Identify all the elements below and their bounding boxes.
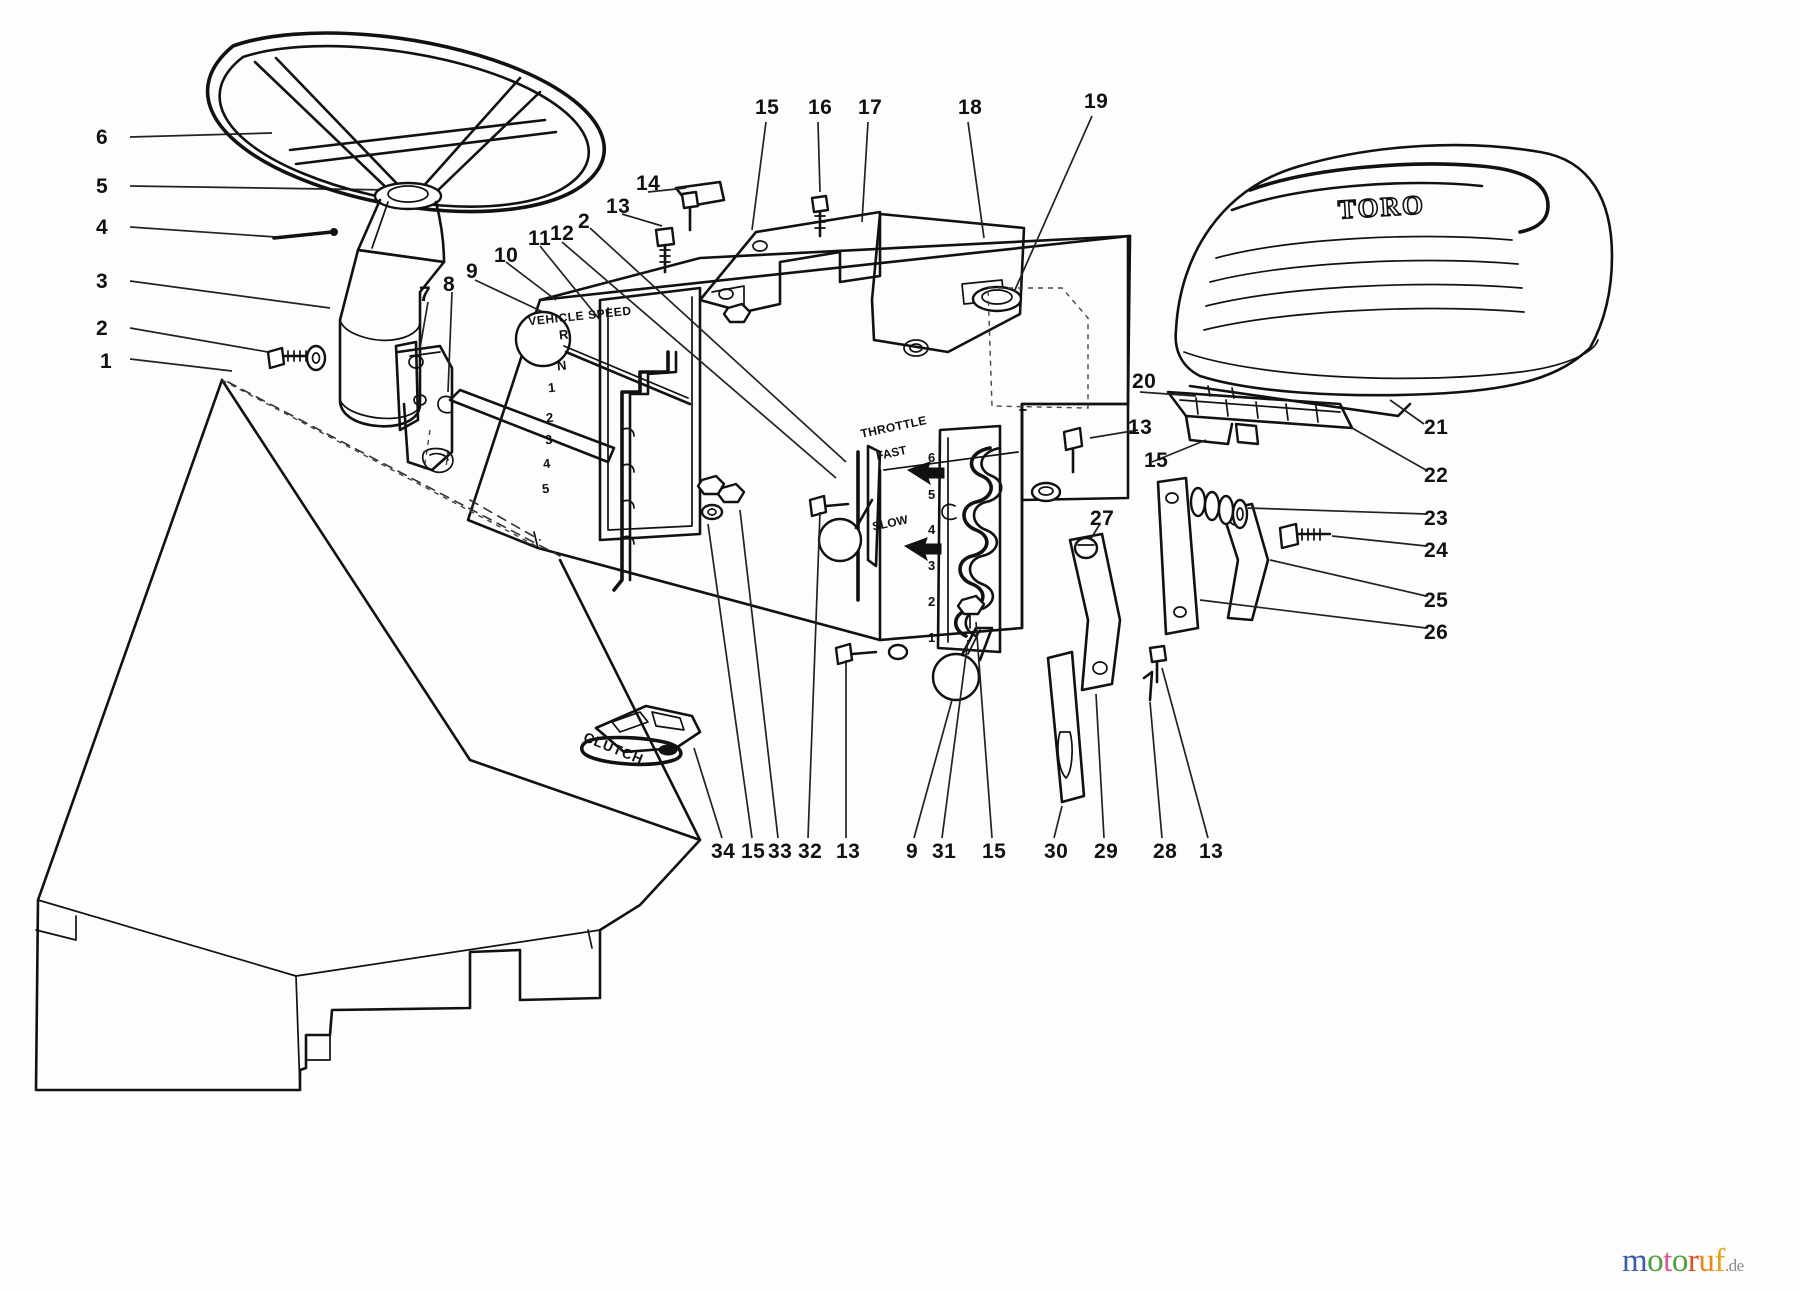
top-brackets — [654, 180, 1089, 409]
vehicle-speed-pos-2: 2 — [545, 409, 554, 426]
callout-5: 5 — [96, 175, 109, 198]
bolt-item-24 — [1278, 522, 1332, 550]
callout-19: 19 — [1084, 90, 1109, 113]
callout-30: 30 — [1044, 840, 1069, 863]
callout-15-c: 15 — [741, 840, 766, 863]
washers-item-23 — [1189, 486, 1249, 530]
bolt-item-13-top — [654, 226, 676, 274]
callout-2: 2 — [96, 317, 109, 340]
callout-13-d: 13 — [1199, 840, 1224, 863]
callout-10: 10 — [494, 244, 519, 267]
vehicle-speed-pos-5: 5 — [541, 480, 550, 497]
wm-letter-o2: o — [1671, 1243, 1689, 1279]
vehicle-speed-pos-4: 4 — [542, 455, 551, 472]
leader-lines-right — [1089, 391, 1427, 629]
height-plate-pos-4: 4 — [928, 522, 936, 537]
vehicle-speed-pos-3: 3 — [544, 431, 553, 448]
tractor-seat — [1174, 143, 1614, 418]
callout-9-b: 9 — [906, 840, 919, 863]
callout-13-a: 13 — [606, 195, 631, 218]
callout-15-b: 15 — [1144, 449, 1169, 472]
vehicle-speed-pos-N: N — [556, 357, 568, 374]
seat-toro-logo: TORO — [1336, 189, 1426, 226]
lever-lower-item-9 — [931, 626, 994, 702]
leader-lines-upper-mid — [419, 187, 847, 479]
callout-28: 28 — [1153, 840, 1178, 863]
wm-letter-f: f — [1714, 1243, 1725, 1279]
height-plate-pos-6: 6 — [928, 450, 936, 465]
callout-33: 33 — [768, 840, 793, 863]
vehicle-speed-pos-R: R — [558, 326, 570, 343]
watermark-motoruf: motoruf.de — [1622, 1243, 1744, 1280]
callout-15-d: 15 — [982, 840, 1007, 863]
callout-16: 16 — [808, 96, 833, 119]
seat-slide-rail — [1166, 385, 1354, 446]
bolt-item-14 — [674, 180, 726, 232]
wm-tld: .de — [1724, 1256, 1744, 1275]
pivot-bolt-item-27 — [1073, 536, 1099, 560]
wm-letter-r: r — [1687, 1243, 1699, 1279]
callout-18: 18 — [958, 96, 983, 119]
console-panel — [466, 234, 1132, 642]
callout-29: 29 — [1094, 840, 1119, 863]
callout-25: 25 — [1424, 589, 1449, 612]
callout-22: 22 — [1424, 464, 1449, 487]
callout-12: 12 — [550, 222, 575, 245]
fuel-cap-item-19 — [971, 285, 1023, 313]
wm-letter-t: t — [1663, 1243, 1672, 1279]
callout-13-b: 13 — [1128, 416, 1153, 439]
callout-15-a: 15 — [755, 96, 780, 119]
callout-27: 27 — [1090, 507, 1115, 530]
callout-6: 6 — [96, 126, 109, 149]
callout-31: 31 — [932, 840, 957, 863]
callout-11: 11 — [528, 227, 552, 250]
callout-14: 14 — [636, 172, 661, 195]
wm-letter-u: u — [1698, 1243, 1715, 1279]
callout-9-a: 9 — [466, 260, 479, 283]
callout-17: 17 — [858, 96, 883, 119]
small-hardware — [696, 426, 1084, 666]
wm-letter-m: m — [1622, 1243, 1648, 1279]
height-plate-pos-1: 1 — [928, 630, 936, 645]
bolt-item-1 — [266, 344, 327, 372]
leader-lines-left — [129, 132, 393, 372]
clutch-decal-shape — [579, 704, 702, 767]
callout-3: 3 — [96, 270, 109, 293]
callout-21: 21 — [1424, 416, 1449, 439]
bolt-lower-item-13 — [1148, 644, 1168, 684]
lever-item-8 — [437, 388, 616, 464]
callout-32: 32 — [798, 840, 823, 863]
height-plate-pos-2: 2 — [928, 594, 936, 609]
callout-20: 20 — [1132, 370, 1157, 393]
callout-34: 34 — [711, 840, 736, 863]
callout-8: 8 — [443, 273, 456, 296]
height-plate-pos-5: 5 — [928, 487, 936, 502]
callout-2-b: 2 — [578, 210, 591, 233]
lower-hood-body — [34, 378, 702, 1092]
leader-lines-bottom — [693, 509, 1209, 839]
vehicle-speed-pos-1: 1 — [547, 379, 556, 396]
callout-24: 24 — [1424, 539, 1449, 562]
leader-lines-top — [751, 115, 1093, 293]
vehicle-speed-decal-plate — [598, 286, 702, 592]
callout-13-c: 13 — [836, 840, 861, 863]
callout-7: 7 — [419, 283, 432, 306]
callout-23: 23 — [1424, 507, 1449, 530]
bolt-item-16 — [810, 194, 830, 238]
wm-letter-o1: o — [1647, 1243, 1664, 1279]
callout-4: 4 — [96, 216, 109, 239]
steering-wheel-group — [205, 31, 606, 474]
height-plate-pos-3: 3 — [928, 558, 936, 573]
callout-26: 26 — [1424, 621, 1449, 644]
right-bracket-assembly — [1046, 476, 1332, 804]
callout-1: 1 — [100, 350, 113, 373]
shift-lever-item-9 — [514, 310, 692, 406]
